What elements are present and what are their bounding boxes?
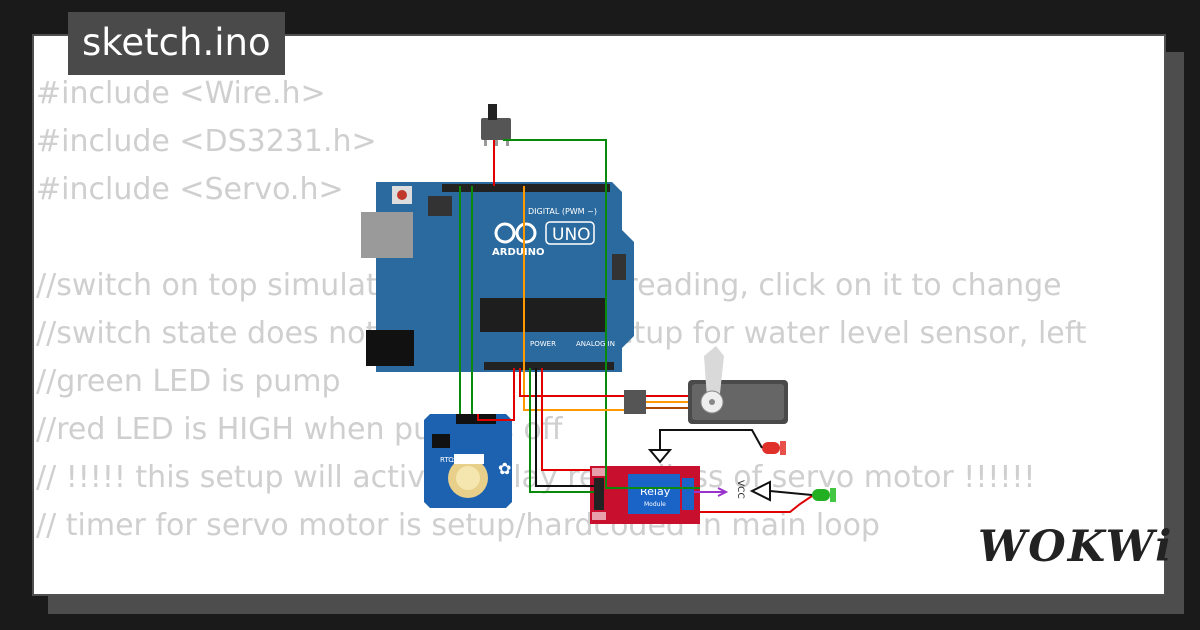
- board-model-label: UNO: [552, 225, 591, 245]
- power-jack: [366, 330, 414, 366]
- usb-port: [361, 212, 413, 258]
- wires: [459, 139, 813, 513]
- code-line: //green LED is pump: [36, 364, 341, 399]
- code-line: #include <Servo.h>: [36, 172, 344, 207]
- code-line: #include <DS3231.h>: [36, 124, 377, 159]
- ground-symbol-icon: [749, 480, 771, 502]
- code-line: #include <Wire.h>: [36, 76, 326, 111]
- rtc-module[interactable]: ✿ RTC DS3231: [424, 414, 512, 508]
- green-led[interactable]: [812, 488, 836, 502]
- rtc-label: RTC: [440, 456, 453, 464]
- servo-motor[interactable]: [624, 346, 788, 424]
- analog-header: [484, 362, 614, 370]
- rtc-chip-label: DS3231: [452, 458, 472, 464]
- arduino-logo-icon: [494, 222, 537, 244]
- wokwi-logo: WOKWi: [978, 522, 1174, 572]
- adafruit-star-icon: ✿: [498, 459, 511, 478]
- red-led[interactable]: [762, 441, 786, 455]
- relay-module[interactable]: Relay Module VCC: [590, 466, 745, 524]
- microcontroller-chip: [480, 298, 606, 332]
- relay-input-header: [594, 478, 604, 510]
- relay-vcc-label: VCC: [735, 480, 745, 499]
- power-header-label: POWER: [530, 340, 556, 348]
- relay-title: Relay: [640, 485, 671, 498]
- board-brand-label: ARDUINO: [492, 247, 544, 258]
- ground-symbol-icon: [647, 449, 673, 464]
- arduino-uno-board[interactable]: UNO ARDUINO DIGITAL (PWM ~) POWER ANALOG…: [361, 182, 634, 372]
- servo-connector: [624, 390, 646, 414]
- analog-header-label: ANALOG IN: [576, 340, 615, 348]
- digital-header: [442, 184, 610, 192]
- slide-switch[interactable]: [481, 104, 511, 146]
- file-tab-label: sketch.ino: [82, 21, 271, 64]
- relay-subtitle: Module: [644, 501, 666, 508]
- file-tab[interactable]: sketch.ino: [68, 12, 285, 75]
- reset-button: [397, 190, 407, 200]
- digital-header-label: DIGITAL (PWM ~): [528, 207, 597, 216]
